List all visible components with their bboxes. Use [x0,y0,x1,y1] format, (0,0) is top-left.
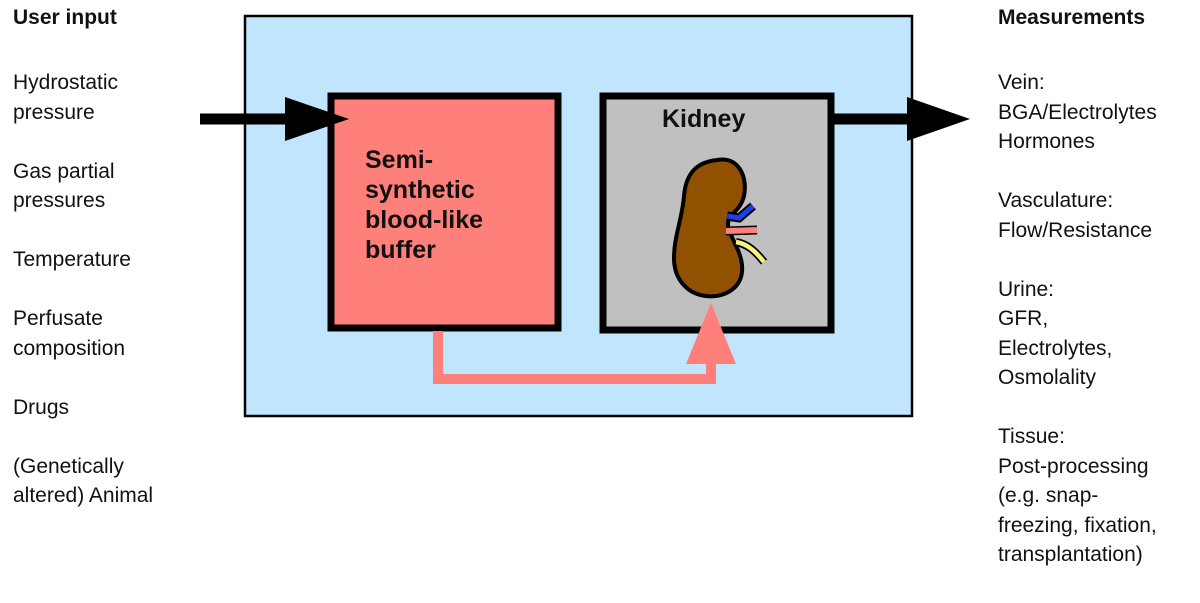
kidney-organ-shape [671,157,747,299]
measurement-item: Tissue: Post-processing (e.g. snap- free… [998,425,1157,566]
user-input-item: Gas partial pressures [13,159,115,213]
recirculation-arrowhead [686,303,736,364]
user-input-list: Hydrostatic pressure Gas partial pressur… [13,68,153,540]
user-input-item: Perfusate composition [13,307,126,360]
kidney-icon [671,157,768,299]
user-input-item: Hydrostatic pressure [13,71,119,124]
user-input-item: Temperature [13,248,131,271]
ureter-fill [735,239,766,264]
renal-artery-fill [725,227,758,234]
user-input-item: Drugs [13,395,70,419]
recirculation-line [433,331,716,384]
measurements-heading: Measurements [998,6,1146,29]
output-arrowhead [907,97,970,141]
buffer-label: Semi- synthetic blood-like buffer [365,146,484,264]
measurement-item: Vasculature: Flow/Resistance [998,189,1153,242]
measurement-item: Urine: GFR, Electrolytes, Osmolality [998,277,1113,390]
user-input-item: (Genetically altered) Animal [13,454,154,508]
buffer-box [327,92,562,332]
input-arrowhead [285,97,349,141]
kidney-label: Kidney [662,105,746,133]
user-input-heading: User input [13,6,117,29]
measurement-item: Vein: BGA/Electrolytes Hormones [998,71,1157,153]
measurements-list: Vein: BGA/Electrolytes Hormones Vasculat… [998,68,1157,599]
renal-vein-fill [726,204,755,221]
